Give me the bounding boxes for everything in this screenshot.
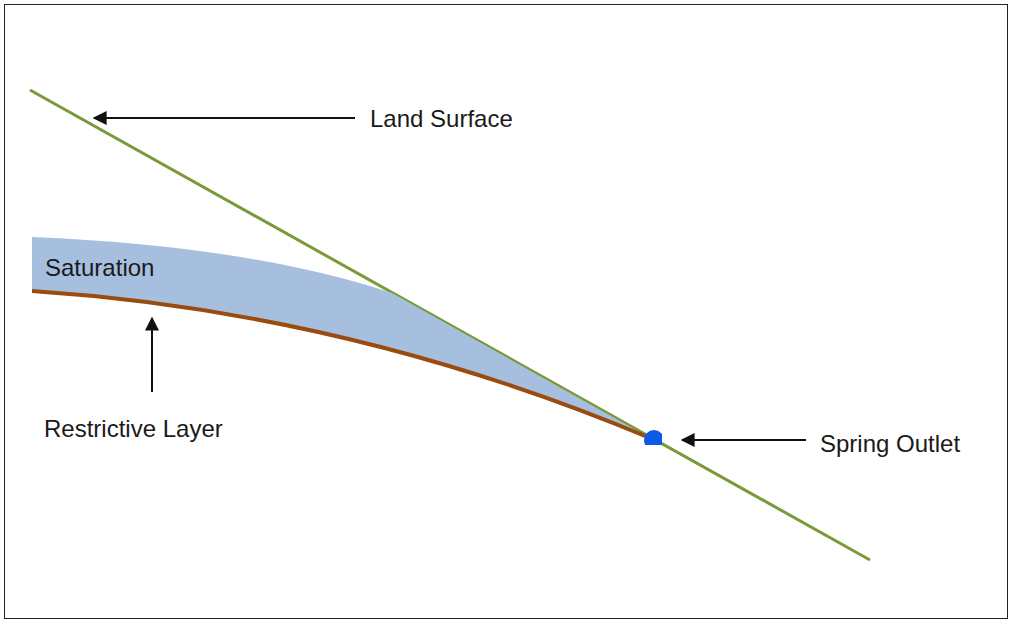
label-text: Land Surface [370, 105, 513, 133]
zone-label: Saturation [45, 254, 154, 282]
frame [5, 5, 1008, 619]
land-surface-line [30, 90, 870, 560]
label-text: Spring Outlet [820, 430, 960, 458]
saturation-zone: Saturation [32, 230, 662, 445]
restrictive-layer-line [32, 291, 650, 438]
saturation-fill [32, 237, 650, 438]
leader-arrow [682, 439, 806, 441]
leader-arrow [94, 117, 355, 119]
leader-arrow [151, 318, 153, 392]
label-text: Restrictive Layer [44, 415, 223, 443]
spring-outlet-dot [644, 430, 662, 445]
